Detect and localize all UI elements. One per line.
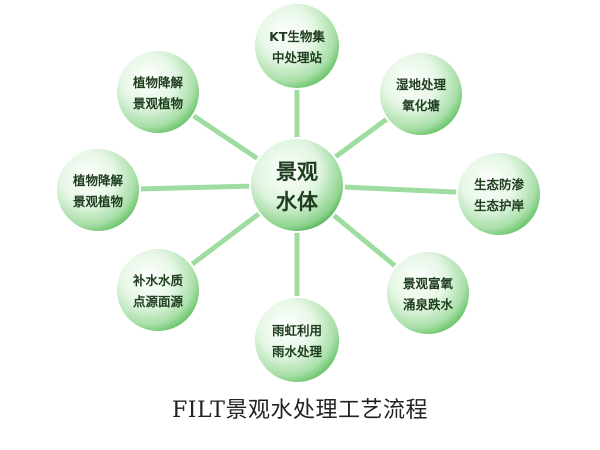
center-circle: [249, 137, 345, 233]
node-circle: [253, 2, 341, 90]
node-label: KT生物集: [269, 29, 325, 44]
node-circle: [115, 49, 201, 135]
node-label: 中处理站: [272, 50, 323, 65]
node-label: 植物降解: [72, 173, 124, 188]
node-label: 点源面源: [133, 294, 184, 309]
center-label: 水体: [276, 190, 319, 214]
node-circle: [55, 147, 141, 233]
diagram-caption: FILT景观水处理工艺流程: [172, 398, 428, 423]
node-label: 景观植物: [133, 96, 184, 111]
node-circle: [378, 51, 464, 137]
node-label: 雨虹利用: [272, 323, 322, 338]
node-group: KT生物集中处理站湿地处理氧化塘生态防渗生态护岸景观富氧涌泉跌水雨虹利用雨水处理…: [55, 2, 542, 384]
node-label: 氧化塘: [401, 98, 440, 113]
node-label: 涌泉跌水: [403, 297, 454, 312]
node-label: 生态防渗: [474, 177, 525, 192]
center-label: 景观: [276, 160, 318, 184]
node-label: 生态护岸: [474, 198, 525, 213]
node-label: 湿地处理: [396, 77, 447, 92]
node-label: 补水水质: [132, 273, 184, 288]
node-circle: [456, 151, 542, 237]
node-label: 景观植物: [73, 194, 124, 209]
node-label: 景观富氧: [403, 276, 454, 291]
node-label: 植物降解: [132, 75, 184, 90]
node-circle: [385, 250, 471, 336]
node-circle: [115, 247, 201, 333]
node-label: 雨水处理: [272, 344, 323, 359]
node-circle: [253, 296, 341, 384]
